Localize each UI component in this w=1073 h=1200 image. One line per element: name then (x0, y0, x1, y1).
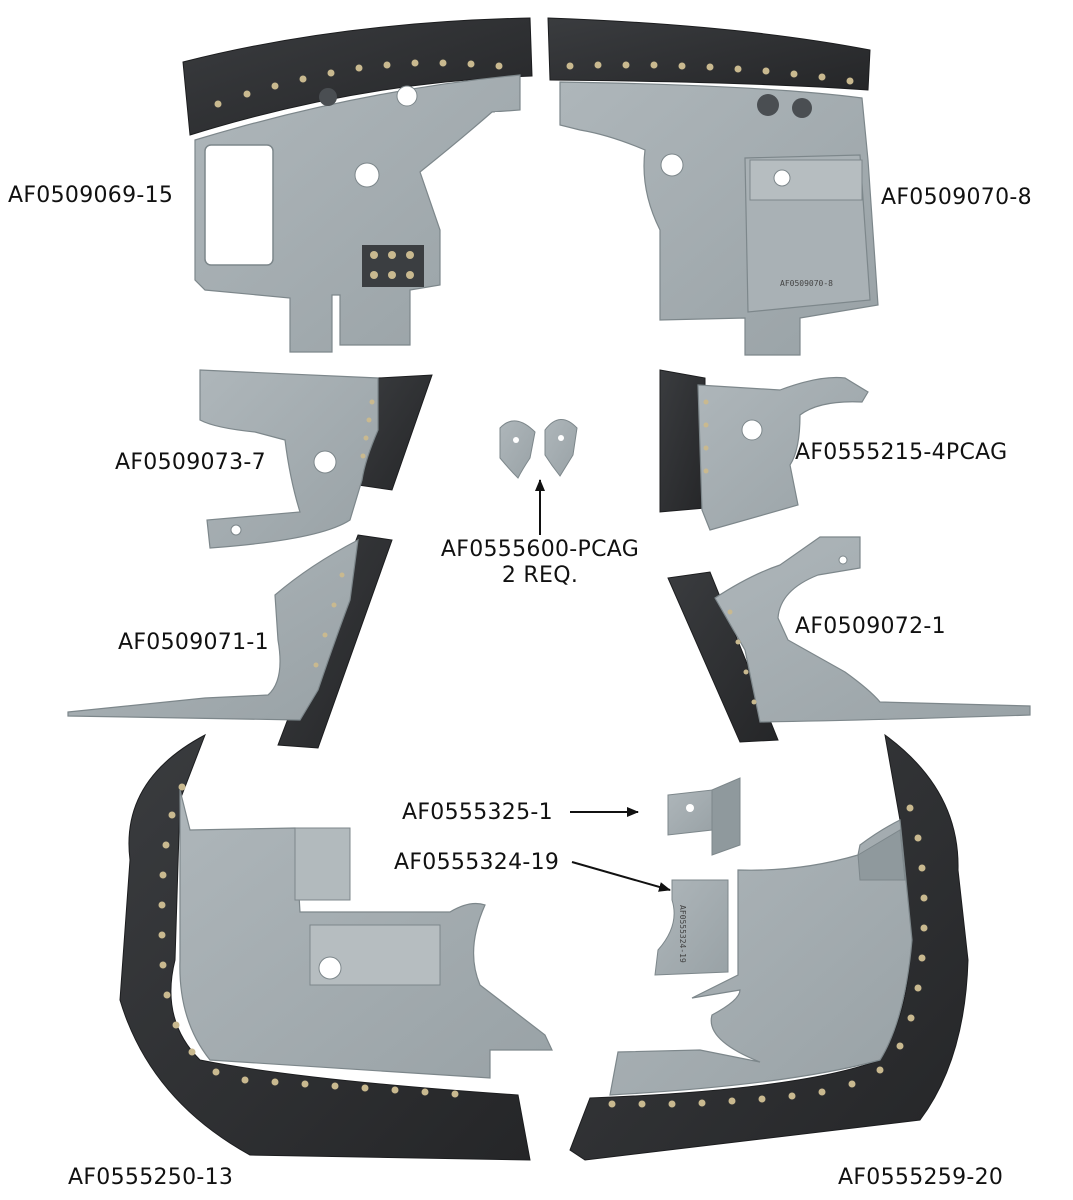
part-324-stamp: AF0555324-19 (678, 905, 687, 963)
label-af0555600-line1: AF0555600-PCAG (440, 537, 640, 562)
label-af0555325: AF0555325-1 (402, 800, 553, 825)
label-af0555600: AF0555600-PCAG 2 REQ. (420, 537, 660, 589)
arrow-af0555324 (571, 861, 671, 892)
label-af0509070: AF0509070-8 (881, 185, 1032, 210)
part-af0555600 (499, 419, 578, 479)
part-af0509069 (182, 17, 533, 353)
part-af0555259 (569, 733, 969, 1161)
part-af0555325 (667, 777, 741, 856)
leader-arrows (535, 479, 671, 892)
label-af0555259: AF0555259-20 (838, 1165, 1004, 1190)
label-af0509071: AF0509071-1 (118, 630, 269, 655)
part-70-stamp: AF0509070-8 (780, 279, 833, 288)
label-af0509072: AF0509072-1 (795, 614, 946, 639)
label-af0555600-line2: 2 REQ. (501, 563, 579, 588)
part-af0509073 (199, 369, 433, 549)
label-af0509069: AF0509069-15 (8, 183, 174, 208)
label-af0555215: AF0555215-4PCAG (795, 440, 1008, 465)
part-af0509071 (67, 534, 393, 749)
part-af0509072 (667, 536, 1031, 743)
label-af0555250: AF0555250-13 (68, 1165, 234, 1190)
part-af0555215 (659, 369, 869, 531)
label-af0509073: AF0509073-7 (115, 450, 266, 475)
part-af0555250 (119, 733, 553, 1161)
label-af0555324: AF0555324-19 (394, 850, 560, 875)
part-af0509070: AF0509070-8 (547, 17, 879, 356)
part-af0555324: AF0555324-19 (654, 879, 729, 976)
